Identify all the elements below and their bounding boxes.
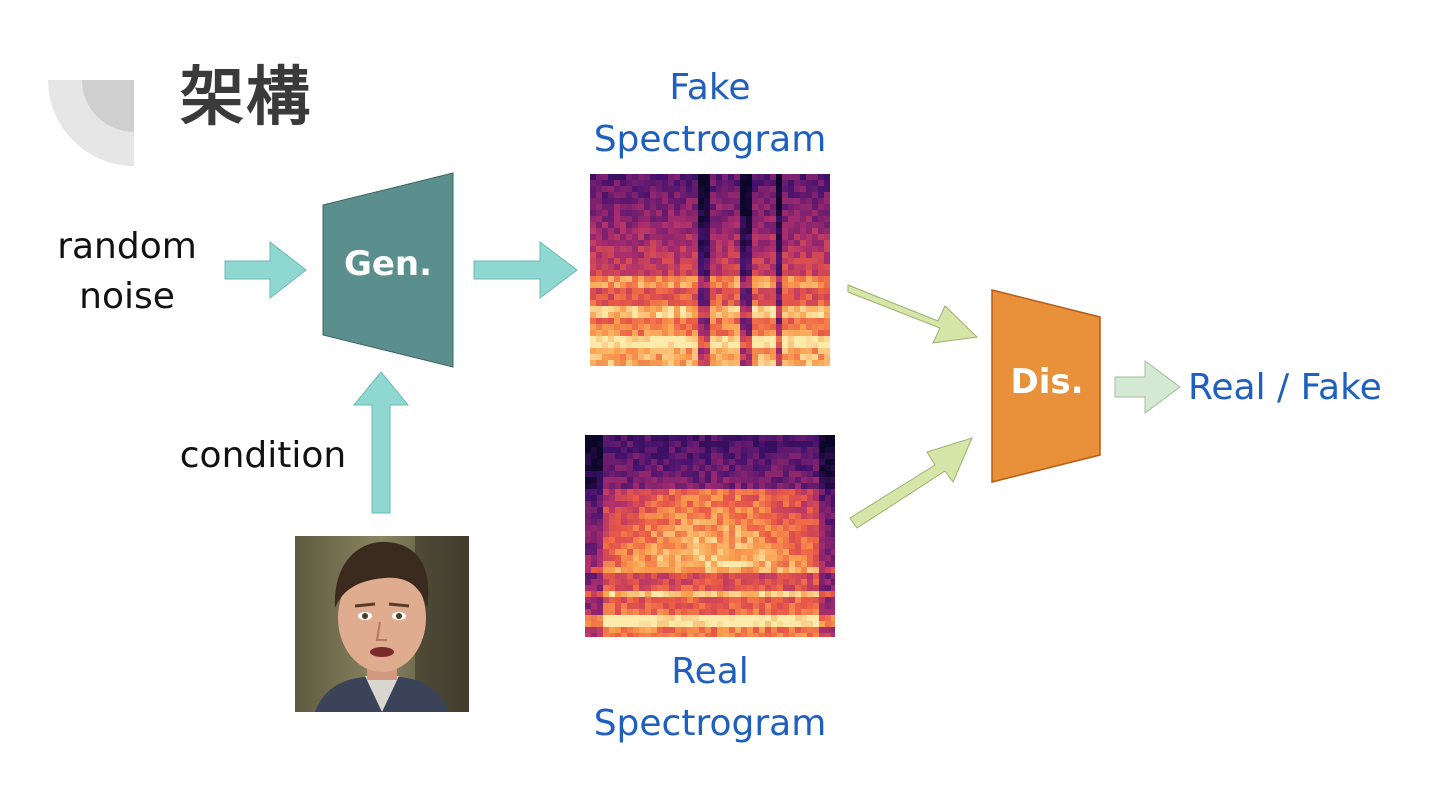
generator-block <box>322 172 454 368</box>
condition-up-arrow <box>352 371 410 514</box>
noise-label-line2: noise <box>79 276 175 317</box>
real-to-dis-arrow <box>849 437 973 529</box>
output-label: Real / Fake <box>1188 367 1382 408</box>
real-spectrogram-label: Real Spectrogram <box>570 646 850 750</box>
fake-to-dis-arrow <box>847 284 979 344</box>
noise-to-gen-arrow <box>224 240 307 300</box>
real-spectrogram-image <box>585 435 835 637</box>
gen-to-fake-arrow <box>473 240 578 300</box>
discriminator-block <box>991 289 1101 483</box>
fake-spectrogram-label: Fake Spectrogram <box>570 62 850 166</box>
generator-label: Gen. <box>343 244 433 284</box>
dis-to-output-arrow <box>1114 360 1181 414</box>
fake-label-line1: Fake <box>669 67 751 108</box>
face-photo <box>295 536 469 712</box>
discriminator-label: Dis. <box>1010 362 1084 402</box>
real-label-line2: Spectrogram <box>593 703 827 744</box>
real-label-line1: Real <box>671 651 749 692</box>
fake-label-line2: Spectrogram <box>593 119 827 160</box>
corner-decoration <box>48 80 134 166</box>
noise-label: random noise <box>42 222 212 322</box>
fake-spectrogram-image <box>590 174 830 366</box>
condition-label: condition <box>179 435 347 476</box>
page-title: 架構 <box>180 61 312 135</box>
noise-label-line1: random <box>57 226 197 267</box>
